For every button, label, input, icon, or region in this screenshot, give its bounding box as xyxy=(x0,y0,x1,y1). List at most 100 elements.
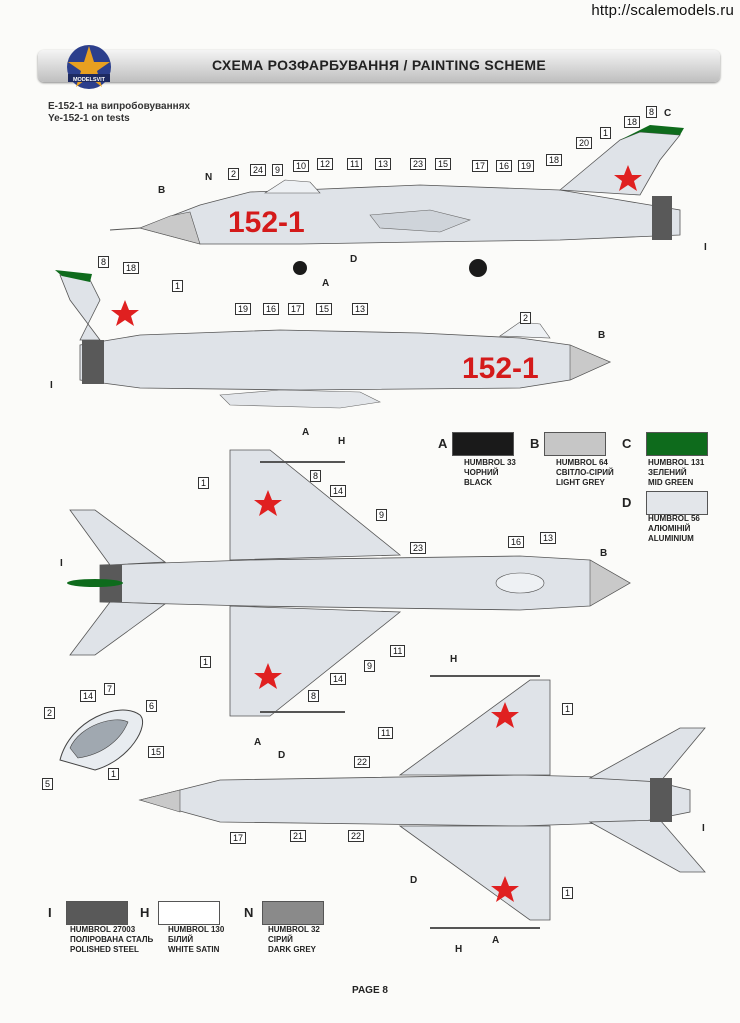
paint-ref: D xyxy=(350,254,358,265)
callout-label: 15 xyxy=(148,746,165,758)
paint-code-c: C xyxy=(622,436,632,451)
paint-code-a: A xyxy=(438,436,448,451)
callout-label: 18 xyxy=(546,154,563,166)
title-bar: СХЕМА РОЗФАРБУВАННЯ / PAINTING SCHEME xyxy=(38,50,720,82)
callout-label: 5 xyxy=(42,778,54,790)
paint-swatch-i xyxy=(66,901,128,925)
paint-ref: I xyxy=(702,823,705,834)
paint-ref: A xyxy=(302,427,310,438)
callout-label: 9 xyxy=(376,509,388,521)
callout-label: 6 xyxy=(146,700,158,712)
watermark-url[interactable]: http://scalemodels.ru xyxy=(591,2,734,19)
page-number: PAGE 8 xyxy=(352,985,388,996)
aircraft-name-ua: Е-152-1 на випробовуваннях xyxy=(48,101,191,112)
callout-label: 19 xyxy=(235,303,252,315)
paint-code-n: N xyxy=(244,905,254,920)
paint-ref: A xyxy=(322,278,330,289)
callout-label: 1 xyxy=(198,477,210,489)
callout-label: 13 xyxy=(540,532,557,544)
callout-label: 7 xyxy=(104,683,116,695)
paint-ref: A xyxy=(492,935,500,946)
callout-label: 23 xyxy=(410,158,427,170)
paint-swatch-d xyxy=(646,491,708,515)
callout-label: 13 xyxy=(352,303,369,315)
callout-label: 22 xyxy=(348,830,365,842)
paint-ref: D xyxy=(410,875,418,886)
callout-label: 14 xyxy=(330,673,347,685)
callout-label: 10 xyxy=(293,160,310,172)
paint-code-h: H xyxy=(140,905,150,920)
callout-label: 15 xyxy=(435,158,452,170)
paint-swatch-n xyxy=(262,901,324,925)
page-title: СХЕМА РОЗФАРБУВАННЯ / PAINTING SCHEME xyxy=(211,57,547,73)
callout-label: 22 xyxy=(354,756,371,768)
paint-ref: I xyxy=(704,242,707,253)
bottom-view xyxy=(138,675,706,929)
callout-label: 24 xyxy=(250,164,267,176)
callout-label: 16 xyxy=(508,536,525,548)
callout-label: 11 xyxy=(390,645,406,657)
paint-ref: H xyxy=(450,654,458,665)
callout-label: 14 xyxy=(80,690,97,702)
paint-ref: B xyxy=(598,330,606,341)
paint-ref: D xyxy=(278,750,286,761)
side-number-left: 152-1 xyxy=(228,206,305,239)
callout-label: 9 xyxy=(272,164,284,176)
callout-label: 17 xyxy=(472,160,489,172)
paint-swatch-h xyxy=(158,901,220,925)
callout-label: 15 xyxy=(316,303,333,315)
callout-label: 18 xyxy=(123,262,140,274)
callout-label: 23 xyxy=(410,542,427,554)
callout-label: 1 xyxy=(600,127,612,139)
paint-ref: N xyxy=(205,172,213,183)
paint-swatch-a xyxy=(452,432,514,456)
callout-label: 9 xyxy=(364,660,376,672)
top-view xyxy=(67,449,631,717)
callout-label: 11 xyxy=(347,158,363,170)
callout-label: 19 xyxy=(518,160,535,172)
callout-label: 14 xyxy=(330,485,347,497)
callout-label: 8 xyxy=(98,256,110,268)
callout-label: 17 xyxy=(230,832,247,844)
side-number-right: 152-1 xyxy=(462,352,539,385)
callout-label: 1 xyxy=(562,887,574,899)
logo-text: MODELSVIT xyxy=(73,77,106,83)
callout-label: 18 xyxy=(624,116,641,128)
paint-ref: H xyxy=(338,436,346,447)
side-view-left: 152-1 xyxy=(109,125,684,277)
paint-code-i: I xyxy=(48,905,52,920)
paint-ref: I xyxy=(50,380,53,391)
callout-label: 2 xyxy=(44,707,56,719)
callout-label: 8 xyxy=(308,690,320,702)
paint-ref: I xyxy=(60,558,63,569)
callout-label: 2 xyxy=(228,168,240,180)
callout-label: 8 xyxy=(646,106,658,118)
side-view-right: 152-1 xyxy=(55,270,611,409)
paint-code-b: B xyxy=(530,436,540,451)
callout-label: 8 xyxy=(310,470,322,482)
paint-ref: A xyxy=(254,737,262,748)
aircraft-name-en: Ye-152-1 on tests xyxy=(48,113,130,124)
modelsvit-logo: MODELSVIT xyxy=(64,42,114,92)
paint-swatch-c xyxy=(646,432,708,456)
callout-label: 1 xyxy=(200,656,212,668)
callout-label: 12 xyxy=(317,158,334,170)
canopy-detail xyxy=(59,709,144,771)
callout-label: 21 xyxy=(290,830,307,842)
paint-ref: H xyxy=(455,944,463,955)
paint-ref: B xyxy=(158,185,166,196)
callout-label: 1 xyxy=(172,280,184,292)
callout-label: 1 xyxy=(108,768,120,780)
paint-swatch-b xyxy=(544,432,606,456)
callout-label: 11 xyxy=(378,727,394,739)
callout-label: 16 xyxy=(496,160,513,172)
callout-label: 17 xyxy=(288,303,305,315)
